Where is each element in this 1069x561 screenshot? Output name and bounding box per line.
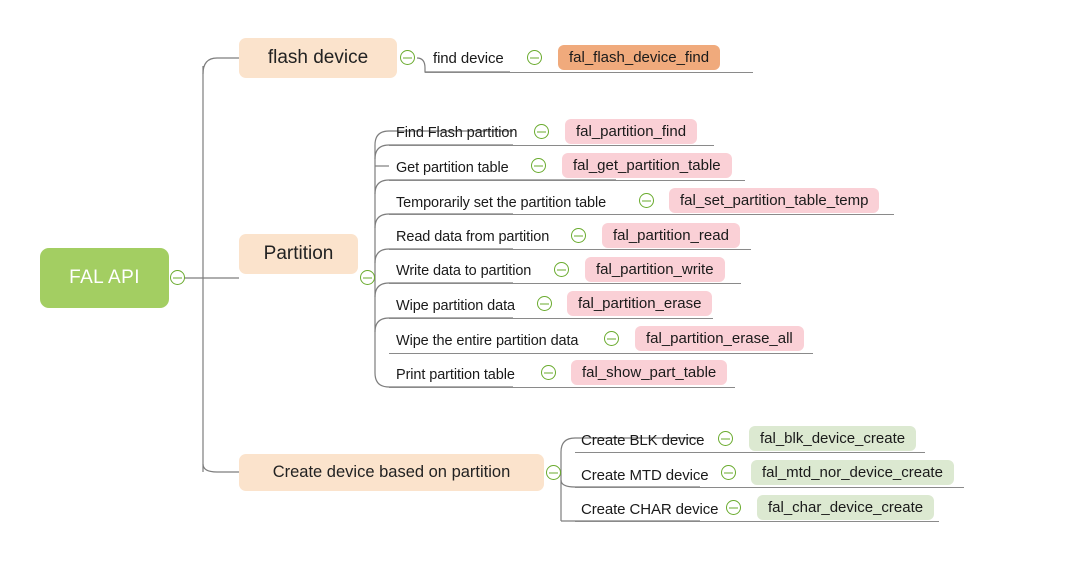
collapse-minus-icon-wipe-entire-partition-data[interactable] (604, 331, 619, 346)
api-chip-fal-partition-write[interactable]: fal_partition_write (585, 257, 725, 282)
leaf-underline-create-blk-device (575, 452, 925, 453)
api-label-fal-show-part-table: fal_show_part_table (582, 364, 717, 381)
api-label-fal-mtd-nor-device-create: fal_mtd_nor_device_create (762, 464, 943, 481)
leaf-label-find-flash-partition: Find Flash partition (396, 125, 518, 141)
collapse-minus-icon-read-data-from-partition[interactable] (571, 228, 586, 243)
collapse-minus-icon-partition[interactable] (360, 270, 375, 285)
api-label-fal-partition-find: fal_partition_find (576, 123, 687, 140)
collapse-minus-icon-print-partition-table[interactable] (541, 365, 556, 380)
leaf-underline-wipe-entire-partition-data (389, 353, 813, 354)
leaf-row-print-partition-table[interactable]: Print partition table (396, 362, 515, 388)
leaf-label-read-data-from-partition: Read data from partition (396, 229, 550, 245)
leaf-underline-wipe-partition-data (389, 318, 713, 319)
api-chip-fal-show-part-table[interactable]: fal_show_part_table (571, 360, 728, 385)
collapse-minus-icon-find-flash-partition[interactable] (534, 124, 549, 139)
leaf-row-temporarily-set-partition-table[interactable]: Temporarily set the partition table (396, 190, 606, 216)
root-label: FAL API (69, 267, 140, 288)
leaf-underline-find-flash-partition (389, 145, 714, 146)
edge-to-create-device (202, 463, 239, 473)
api-chip-fal-partition-erase[interactable]: fal_partition_erase (567, 291, 713, 316)
api-chip-fal-partition-erase-all[interactable]: fal_partition_erase_all (635, 326, 804, 351)
leaf-underline-print-partition-table (389, 387, 735, 388)
branch-label-flash-device: flash device (267, 47, 369, 68)
leaf-underline-temporarily-set-partition-table (389, 214, 894, 215)
api-chip-fal-get-partition-table[interactable]: fal_get_partition_table (562, 153, 732, 178)
api-label-fal-get-partition-table: fal_get_partition_table (573, 157, 721, 174)
leaf-row-wipe-partition-data[interactable]: Wipe partition data (396, 293, 515, 319)
leaf-underline-find-device (425, 72, 753, 73)
api-label-fal-char-device-create: fal_char_device_create (768, 499, 924, 516)
leaf-label-create-char-device: Create CHAR device (581, 500, 719, 518)
api-chip-fal-blk-device-create[interactable]: fal_blk_device_create (749, 426, 917, 451)
branch-node-flash-device[interactable]: flash device (239, 38, 397, 78)
api-label-fal-partition-read: fal_partition_read (613, 227, 729, 244)
leaf-row-wipe-entire-partition-data[interactable]: Wipe the entire partition data (396, 328, 578, 354)
leaf-label-write-data-to-partition: Write data to partition (396, 263, 532, 279)
leaf-row-create-mtd-device[interactable]: Create MTD device (581, 462, 709, 488)
leaf-row-find-device[interactable]: find device (433, 45, 504, 71)
branch-label-create-device: Create device based on partition (272, 463, 511, 481)
root-node[interactable]: FAL API (40, 248, 169, 308)
api-chip-fal-set-partition-table-temp[interactable]: fal_set_partition_table_temp (669, 188, 880, 213)
leaf-label-create-mtd-device: Create MTD device (581, 466, 709, 484)
collapse-minus-icon-find-device[interactable] (527, 50, 542, 65)
collapse-minus-icon-flash-device[interactable] (400, 50, 415, 65)
leaf-label-temporarily-set-partition-table: Temporarily set the partition table (396, 195, 607, 211)
branch-label-partition: Partition (263, 243, 334, 264)
leaf-row-get-partition-table[interactable]: Get partition table (396, 155, 509, 181)
collapse-minus-icon-create-device[interactable] (546, 465, 561, 480)
leaf-label-print-partition-table: Print partition table (396, 367, 515, 383)
leaf-label-get-partition-table: Get partition table (396, 160, 509, 176)
api-label-fal-partition-erase: fal_partition_erase (578, 295, 702, 312)
branch-node-create-device[interactable]: Create device based on partition (239, 454, 544, 491)
leaf-row-find-flash-partition[interactable]: Find Flash partition (396, 120, 517, 146)
api-label-fal-partition-erase-all: fal_partition_erase_all (646, 330, 793, 347)
collapse-minus-icon-write-data-to-partition[interactable] (554, 262, 569, 277)
collapse-minus-icon-create-mtd-device[interactable] (721, 465, 736, 480)
leaf-row-create-char-device[interactable]: Create CHAR device (581, 496, 719, 522)
collapse-minus-icon-temporarily-set-partition-table[interactable] (639, 193, 654, 208)
api-chip-fal-partition-find[interactable]: fal_partition_find (565, 119, 698, 144)
api-chip-fal-partition-read[interactable]: fal_partition_read (602, 223, 740, 248)
collapse-minus-icon-wipe-partition-data[interactable] (537, 296, 552, 311)
api-chip-fal-flash-device-find[interactable]: fal_flash_device_find (558, 45, 721, 70)
collapse-minus-icon-create-blk-device[interactable] (718, 431, 733, 446)
leaf-underline-write-data-to-partition (389, 283, 741, 284)
api-label-fal-flash-device-find: fal_flash_device_find (569, 49, 710, 66)
api-chip-fal-mtd-nor-device-create[interactable]: fal_mtd_nor_device_create (751, 460, 954, 485)
collapse-minus-icon-root[interactable] (170, 270, 185, 285)
api-chip-fal-char-device-create[interactable]: fal_char_device_create (757, 495, 935, 520)
api-label-fal-blk-device-create: fal_blk_device_create (760, 430, 906, 447)
leaf-underline-create-mtd-device (575, 487, 964, 488)
leaf-row-read-data-from-partition[interactable]: Read data from partition (396, 224, 549, 250)
branch-node-partition[interactable]: Partition (239, 234, 358, 274)
leaf-underline-create-char-device (575, 521, 939, 522)
leaf-label-find-device: find device (433, 49, 504, 67)
leaf-row-write-data-to-partition[interactable]: Write data to partition (396, 258, 531, 284)
leaf-label-wipe-partition-data: Wipe partition data (396, 298, 515, 314)
collapse-minus-icon-get-partition-table[interactable] (531, 158, 546, 173)
api-label-fal-partition-write: fal_partition_write (596, 261, 714, 278)
leaf-underline-read-data-from-partition (389, 249, 751, 250)
leaf-row-create-blk-device[interactable]: Create BLK device (581, 427, 704, 453)
leaf-underline-get-partition-table (389, 180, 745, 181)
leaf-label-create-blk-device: Create BLK device (581, 431, 705, 449)
edge-to-flash-device (202, 57, 239, 75)
leaf-label-wipe-entire-partition-data: Wipe the entire partition data (396, 333, 579, 349)
api-label-fal-set-partition-table-temp: fal_set_partition_table_temp (680, 192, 869, 209)
collapse-minus-icon-create-char-device[interactable] (726, 500, 741, 515)
